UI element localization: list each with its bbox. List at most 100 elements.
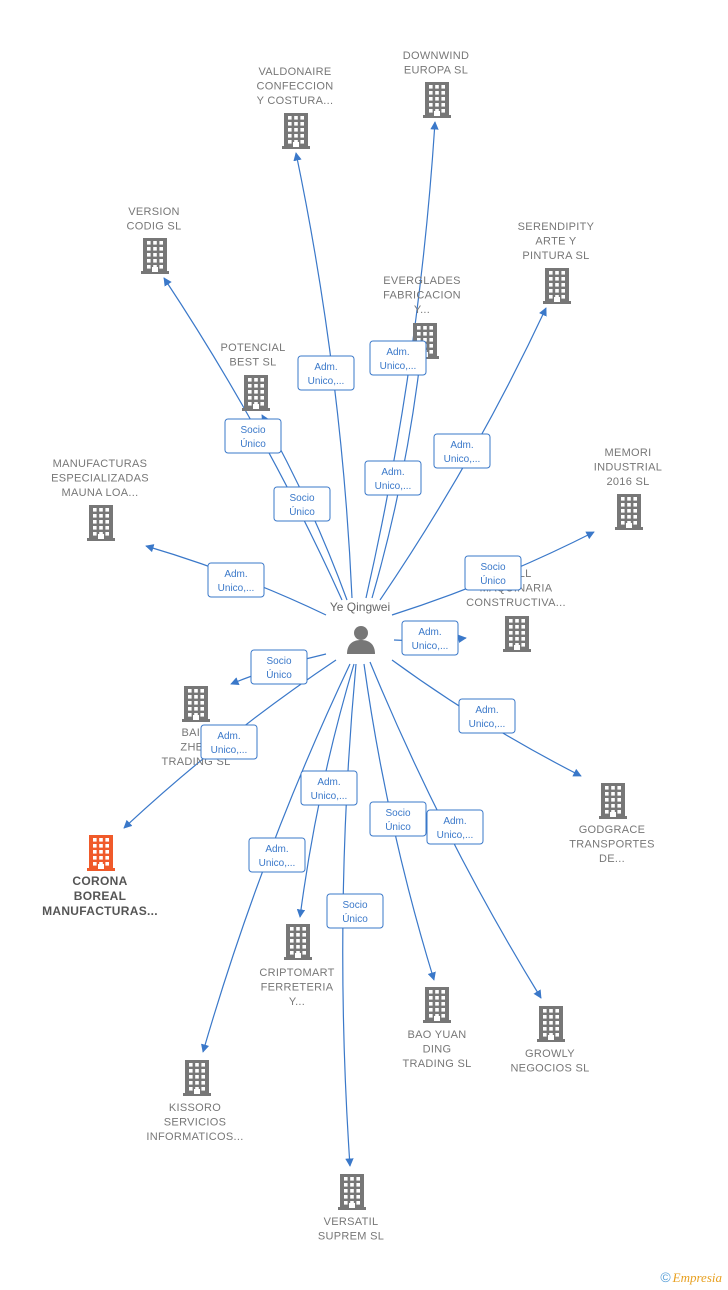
company-node-corona[interactable]: CORONABOREALMANUFACTURAS... [42,835,158,918]
building-icon [183,1060,211,1096]
building-icon [423,82,451,118]
edge-label-corona[interactable]: Adm.Unico,... [200,724,258,760]
edge-label-line: Único [266,668,292,681]
company-name-line: FERRETERIA [261,982,334,994]
company-name-line: DE... [599,853,625,865]
edge-label-line: Unico,... [218,583,255,594]
edge-label-box [200,724,258,760]
edge-label-line: Único [240,437,266,450]
copyright-symbol: © [660,1269,671,1285]
company-name-line: EVERGLADES [383,275,461,287]
edge-label-box [464,555,522,591]
edge-label-everglades[interactable]: Adm.Unico,... [364,460,422,496]
edge-label-godgrace[interactable]: Adm.Unico,... [458,698,516,734]
company-name-line: MANUFACTURAS... [42,904,158,918]
person-icon [347,626,375,654]
edge-label-growly[interactable]: Adm.Unico,... [426,809,484,845]
company-name-line: VERSION [128,206,180,218]
center-person[interactable]: Ye Qingwei [330,600,390,654]
company-name-line: Y... [289,996,305,1008]
edge-label-criptomart[interactable]: Adm.Unico,... [300,770,358,806]
company-name-line: MANUFACTURAS [53,458,148,470]
edge-label-line: Unico,... [437,830,474,841]
company-name-line: KISSORO [169,1102,221,1114]
company-name-line: CONFECCION [257,81,334,93]
company-name-line: Y... [414,304,430,316]
edge-label-line: Adm. [450,440,473,451]
edge-label-line: Único [289,505,315,518]
company-node-godgrace[interactable]: GODGRACETRANSPORTESDE... [569,783,655,865]
edge-label-line: Socio [266,656,291,667]
company-name-line: 2016 SL [606,476,649,488]
company-name-line: CORONA [72,874,127,888]
edge-label-box [326,893,384,929]
company-name-line: CONSTRUCTIVA... [466,597,566,609]
building-icon [338,1174,366,1210]
edge-label-line: Adm. [317,777,340,788]
company-name-line: FABRICACION [383,290,461,302]
company-name-line: ESPECIALIZADAS [51,473,149,485]
edge-label-serendipity[interactable]: Adm. Unico,... [433,433,491,469]
building-icon [537,1006,565,1042]
edge-label-line: Único [385,820,411,833]
building-icon [599,783,627,819]
edge-label-box [248,837,306,873]
edge-label-box [369,340,427,376]
building-icon [87,505,115,541]
edge-label-well[interactable]: Adm.Unico,... [401,620,459,656]
edge-label-line: Único [480,574,506,587]
company-node-manufacturas[interactable]: MANUFACTURAS ESPECIALIZADAS MAUNA LOA... [51,458,149,541]
building-icon [141,238,169,274]
edge-label-line: Socio [385,808,410,819]
edge-label-valdonaire[interactable]: Adm.Unico,... [297,355,355,391]
company-name-line: GROWLY [525,1048,575,1060]
edge-label-line: Socio [480,562,505,573]
edge-label-line: Único [342,912,368,925]
edge-label-line: Adm. [386,347,409,358]
building-icon [503,616,531,652]
building-icon [282,113,310,149]
edge-label-box [207,562,265,598]
edge-label-line: Adm. [217,731,240,742]
building-icon [543,268,571,304]
edge-label-line: Socio [289,493,314,504]
company-node-kissoro[interactable]: KISSOROSERVICIOSINFORMATICOS... [146,1060,243,1143]
company-node-criptomart[interactable]: CRIPTOMARTFERRETERIAY... [259,924,334,1008]
edge-label-box [250,649,308,685]
company-name-line: POTENCIAL [220,342,285,354]
edge-label-line: Unico,... [444,454,481,465]
company-name-line: DING [423,1044,452,1056]
edge-label-line: Adm. [475,705,498,716]
edge-label-box [433,433,491,469]
company-name-line: CODIG SL [127,221,182,233]
edge-label-line: Unico,... [259,858,296,869]
edge-label-kissoro[interactable]: Adm.Unico,... [248,837,306,873]
company-node-well[interactable]: WELLMAQUINARIACONSTRUCTIVA... [466,568,566,652]
edge-label-line: Adm. [224,569,247,580]
company-name-line: MAUNA LOA... [62,487,139,499]
center-person-name: Ye Qingwei [330,600,390,614]
building-icon [423,987,451,1023]
company-name-line: GODGRACE [579,824,646,836]
company-name-line: VALDONAIRE [258,66,331,78]
edge-label-downwind[interactable]: Adm.Unico,... [369,340,427,376]
edge-label-manufacturas[interactable]: Adm. Unico,... [207,562,265,598]
company-name-line: INFORMATICOS... [146,1131,243,1143]
company-node-version[interactable]: VERSION CODIG SL [127,206,182,274]
footer-brand: ©Empresia [660,1269,722,1286]
